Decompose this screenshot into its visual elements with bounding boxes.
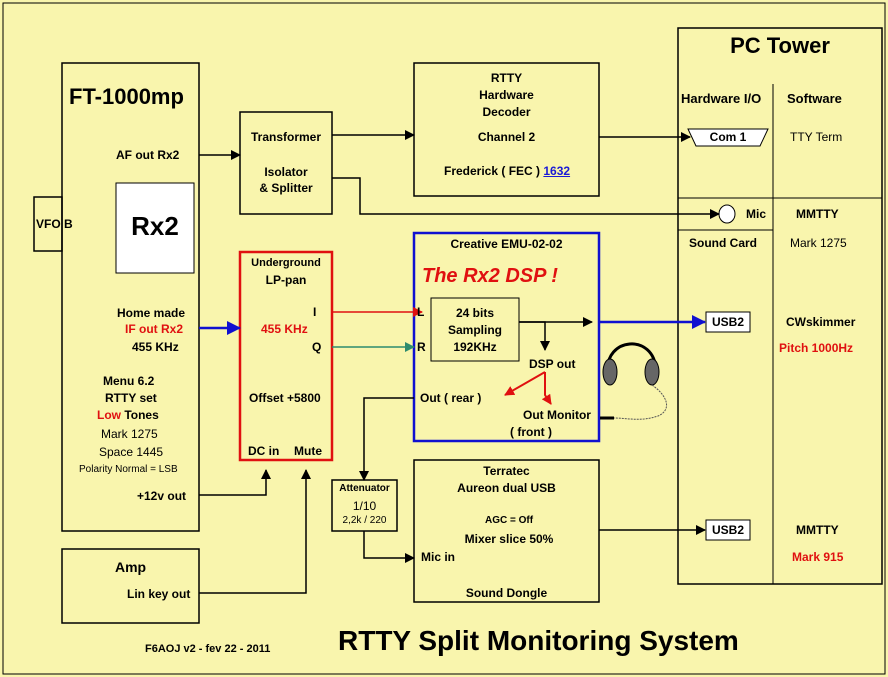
terratec-l2: Aureon dual USB [457,481,556,495]
emu-box [412,231,601,443]
sampling-l3: 192KHz [453,340,497,354]
terratec-mixer: Mixer slice 50% [464,532,554,546]
usb2-a-box [705,311,751,333]
mmtty-label: MMTTY [796,207,839,221]
sampling-l2: Sampling [447,323,502,337]
emu-banner: The Rx2 DSP ! [422,265,558,287]
if-khz-label: 455 KHz [132,340,179,354]
rx2-box [115,182,195,274]
mic-label: Mic [746,207,767,221]
decoder-frederick: Frederick ( FEC ) 1632 [444,164,570,178]
pc-tower-box [677,27,883,585]
emu-r-input: R [417,340,426,354]
footer-author: F6AOJ v2 - fev 22 - 2011 [145,643,271,655]
amp-box [61,548,200,624]
terratec-agc: AGC = Off [484,515,534,526]
decoder-channel: Channel 2 [477,130,536,144]
terratec-dongle: Sound Dongle [465,586,548,600]
pc-tower-title: PC Tower [730,33,830,58]
isolator-label: Isolator [264,165,308,179]
frederick-label: Frederick ( FEC ) [444,164,541,178]
polarity-label: Polarity Normal = LSB [79,464,178,475]
attenuator-l2: 1/10 [352,499,377,513]
lppan-l1: Underground [251,257,321,269]
lppan-mute-label: Mute [294,444,322,458]
decoder-l3: Decoder [482,105,531,119]
menu-label: Menu 6.2 [103,374,155,388]
transformer-label: Transformer [250,130,322,144]
v12-out-label: +12v out [137,489,187,503]
emu-l-input: L [417,305,425,319]
out-front-label: ( front ) [510,425,552,439]
vfo-b-label: VFO B [36,217,73,231]
sampling-box [430,297,520,362]
decoder-l1: RTTY [490,71,523,85]
lin-key-label: Lin key out [127,587,191,601]
ft1000-title: FT-1000mp [69,84,184,109]
mmtty2-label: MMTTY [796,523,839,537]
terratec-box [413,459,600,603]
lppan-q-label: Q [312,340,322,354]
lppan-box [238,250,334,462]
rx2-label: Rx2 [131,211,179,241]
lppan-dc-in-label: DC in [248,444,280,458]
com1-label: Com 1 [709,130,747,144]
amp-title: Amp [115,559,147,575]
af-out-label: AF out Rx2 [116,148,180,162]
sampling-l1: 24 bits [455,306,494,320]
transformer-box [239,111,333,215]
headphones-icon [600,342,667,420]
terratec-l1: Terratec [483,464,530,478]
home-made-label: Home made [117,306,186,320]
cwskimmer-label: CWskimmer [786,315,856,329]
sound-card-label: Sound Card [689,236,757,250]
com1-connector [687,128,769,147]
splitter-label: & Splitter [259,181,313,195]
decoder-box [413,62,600,197]
low-tones-label: Low Tones [97,408,159,422]
tty-term-label: TTY Term [790,130,843,144]
frederick-model-link[interactable]: 1632 [543,164,571,178]
low-word: Low [97,408,121,422]
usb2-b-label: USB2 [711,523,744,537]
vfo-b-box [33,196,63,252]
terratec-mic-in: Mic in [421,550,456,564]
usb2-b-box [705,519,751,541]
lppan-khz-label: 455 KHz [261,322,308,336]
out-monitor-label: Out Monitor [523,408,591,422]
decoder-l2: Hardware [479,88,534,102]
rtty-set-label: RTTY set [105,391,157,405]
mic-connector [718,204,736,224]
out-rear-label: Out ( rear ) [420,391,482,405]
mark-label: Mark 1275 [101,427,158,441]
software-header: Software [787,91,842,106]
mark1275-label: Mark 1275 [790,236,847,250]
if-out-label: IF out Rx2 [125,322,184,336]
space-label: Space 1445 [99,445,164,459]
attenuator-l3: 2,2k / 220 [342,515,387,526]
attenuator-l1: Attenuator [339,483,390,494]
lppan-offset-label: Offset +5800 [249,391,321,405]
lppan-i-label: I [313,305,317,319]
footer-title: RTTY Split Monitoring System [338,625,739,656]
usb2-a-label: USB2 [711,315,744,329]
dsp-out-label: DSP out [529,357,576,371]
mark915-label: Mark 915 [792,550,844,564]
pitch-label: Pitch 1000Hz [779,341,854,355]
ft1000-box [61,62,200,532]
tones-word: Tones [121,408,159,422]
emu-title: Creative EMU-02-02 [450,237,563,251]
hw-io-header: Hardware I/O [681,91,762,106]
lppan-l2: LP-pan [265,273,307,287]
